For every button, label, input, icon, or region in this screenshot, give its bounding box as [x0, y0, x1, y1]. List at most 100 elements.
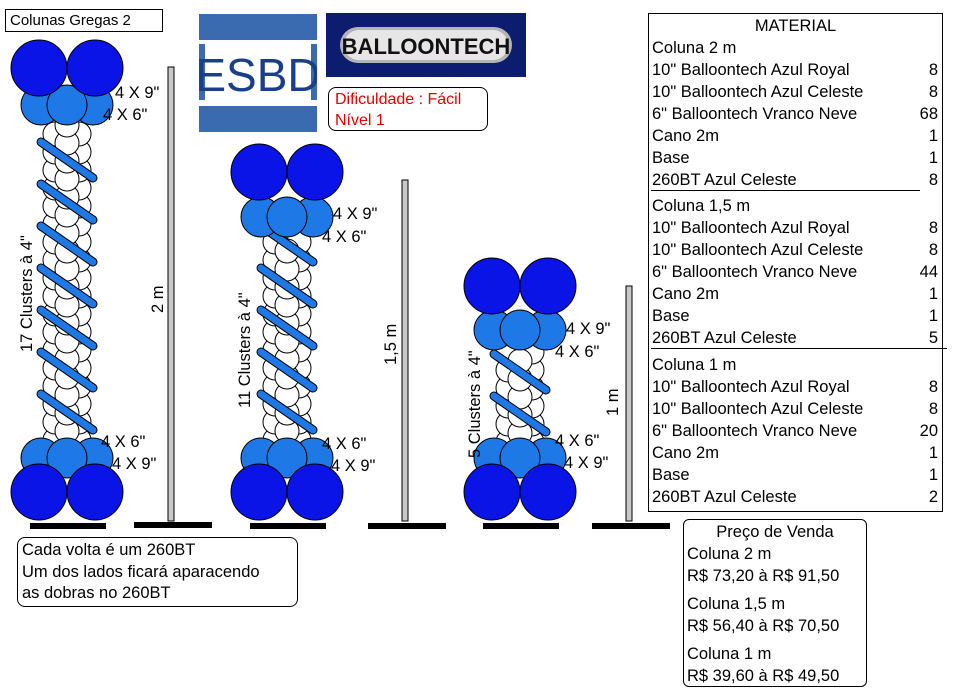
material-section-title: Coluna 1,5 m: [652, 197, 751, 215]
col2-column-base: [250, 523, 326, 529]
material-item-name: 10" Balloontech Azul Royal: [652, 219, 850, 237]
material-section-divider: [651, 190, 920, 191]
col1-spiral-260bt: [37, 222, 97, 266]
material-item-qty: 2: [928, 488, 938, 506]
material-item-name: Base: [652, 307, 690, 325]
material-item-qty: 8: [928, 171, 938, 189]
material-item-name: 10" Balloontech Azul Celeste: [652, 241, 864, 259]
col2-spiral-260bt: [257, 306, 317, 350]
col2-royal-balloon: [286, 143, 344, 201]
col3-top-label-6in: 4 X 6": [555, 343, 600, 361]
material-section-title: Coluna 1 m: [652, 356, 737, 374]
col1-royal-balloon: [10, 39, 68, 97]
material-item-qty: 1: [928, 466, 938, 484]
balloontech-logo: BALLOONTECH: [326, 13, 526, 77]
material-item-qty: 8: [928, 378, 938, 396]
material-item-name: 260BT Azul Celeste: [652, 329, 797, 347]
col2-height-label: 1,5 m: [382, 324, 400, 365]
note-line-1: Cada volta é um 260BT: [22, 541, 196, 559]
col2-bottom-label-9in: 4 X 9": [331, 457, 376, 475]
col1-column-base: [30, 523, 106, 529]
material-item-qty: 8: [928, 61, 938, 79]
material-item-qty: 68: [919, 105, 938, 123]
material-item-name: 6" Balloontech Vranco Neve: [652, 105, 858, 123]
col1-bottom-label-6in: 4 X 6": [101, 433, 146, 451]
material-item-qty: 8: [928, 400, 938, 418]
col1-spiral-260bt: [37, 390, 97, 434]
col1-spiral-260bt: [37, 348, 97, 392]
col3-celeste-balloon: [499, 309, 541, 351]
material-item-name: 10" Balloontech Azul Celeste: [652, 83, 864, 101]
col1-pole-base: [134, 522, 212, 528]
col2-pole-base: [368, 523, 446, 529]
col2-spiral-260bt: [257, 264, 317, 308]
material-item: 10" Balloontech Azul Celeste 8: [652, 398, 938, 420]
col2-top-label-9in: 4 X 9": [333, 205, 378, 223]
material-item: 6" Balloontech Vranco Neve 68: [652, 103, 938, 125]
col3-bottom-label-6in: 4 X 6": [555, 432, 600, 450]
col1-height-label: 2 m: [149, 285, 167, 313]
material-item-qty: 8: [928, 83, 938, 101]
price-label-15m: Coluna 1,5 m: [687, 595, 786, 613]
material-item-qty: 8: [928, 241, 938, 259]
note-box: Cada volta é um 260BT Um dos lados ficar…: [17, 537, 298, 607]
material-item-qty: 44: [919, 263, 938, 281]
col2-clusters-label: 11 Clusters à 4": [236, 292, 254, 408]
col3-height-label: 1 m: [604, 388, 622, 416]
material-item: Base 1: [652, 305, 938, 327]
col2-celeste-balloon: [266, 437, 308, 479]
difficulty-text: Dificuldade : Fácil: [335, 91, 462, 108]
col2-royal-balloon: [230, 143, 288, 201]
col1-royal-balloon: [66, 39, 124, 97]
difficulty-box: Dificuldade : Fácil Nível 1: [328, 87, 488, 131]
material-item-qty: 5: [928, 329, 938, 347]
col3-bottom-label-9in: 4 X 9": [564, 454, 609, 472]
page-title: Colunas Gregas 2: [10, 12, 131, 29]
price-label-2m: Coluna 2 m: [687, 545, 772, 563]
price-range-1m: R$ 39,60 à R$ 49,50: [687, 667, 840, 685]
col2-royal-balloon: [230, 463, 288, 521]
col1-spiral-260bt: [37, 264, 97, 308]
col1-royal-balloon: [66, 463, 124, 521]
col3-celeste-balloon: [499, 437, 541, 479]
col1-spiral-260bt: [37, 306, 97, 350]
col1-spiral-260bt: [37, 138, 97, 182]
col3-royal-balloon: [463, 463, 521, 521]
material-item-qty: 1: [928, 127, 938, 145]
col1-spiral-260bt: [37, 180, 97, 224]
col2-celeste-balloon: [266, 196, 308, 238]
material-item: 10" Balloontech Azul Celeste 8: [652, 81, 938, 103]
material-item-name: 10" Balloontech Azul Celeste: [652, 400, 864, 418]
material-item-qty: 1: [928, 444, 938, 462]
col2-pole: [401, 179, 409, 522]
level-text: Nível 1: [335, 112, 385, 129]
col2-spiral-260bt: [257, 390, 317, 434]
price-range-2m: R$ 73,20 à R$ 91,50: [687, 567, 840, 585]
material-item: 260BT Azul Celeste 5: [652, 327, 938, 349]
material-item-name: 260BT Azul Celeste: [652, 488, 797, 506]
price-label-1m: Coluna 1 m: [687, 645, 772, 663]
material-item-qty: 1: [928, 149, 938, 167]
note-line-3: as dobras no 260BT: [22, 584, 171, 602]
col3-royal-balloon: [519, 463, 577, 521]
price-box: Preço de Venda Coluna 2 m R$ 73,20 à R$ …: [683, 519, 867, 687]
col3-royal-balloon: [519, 257, 577, 315]
col2-bottom-label-6in: 4 X 6": [322, 435, 367, 453]
col3-pole: [625, 285, 633, 522]
material-item-qty: 1: [928, 285, 938, 303]
material-item: 260BT Azul Celeste 2: [652, 486, 938, 508]
col1-top-label-6in: 4 X 6": [103, 106, 148, 124]
col2-spiral-260bt: [257, 348, 317, 392]
material-item-qty: 1: [928, 307, 938, 325]
col1-celeste-balloon: [46, 437, 88, 479]
col3-pole-base: [592, 523, 670, 529]
